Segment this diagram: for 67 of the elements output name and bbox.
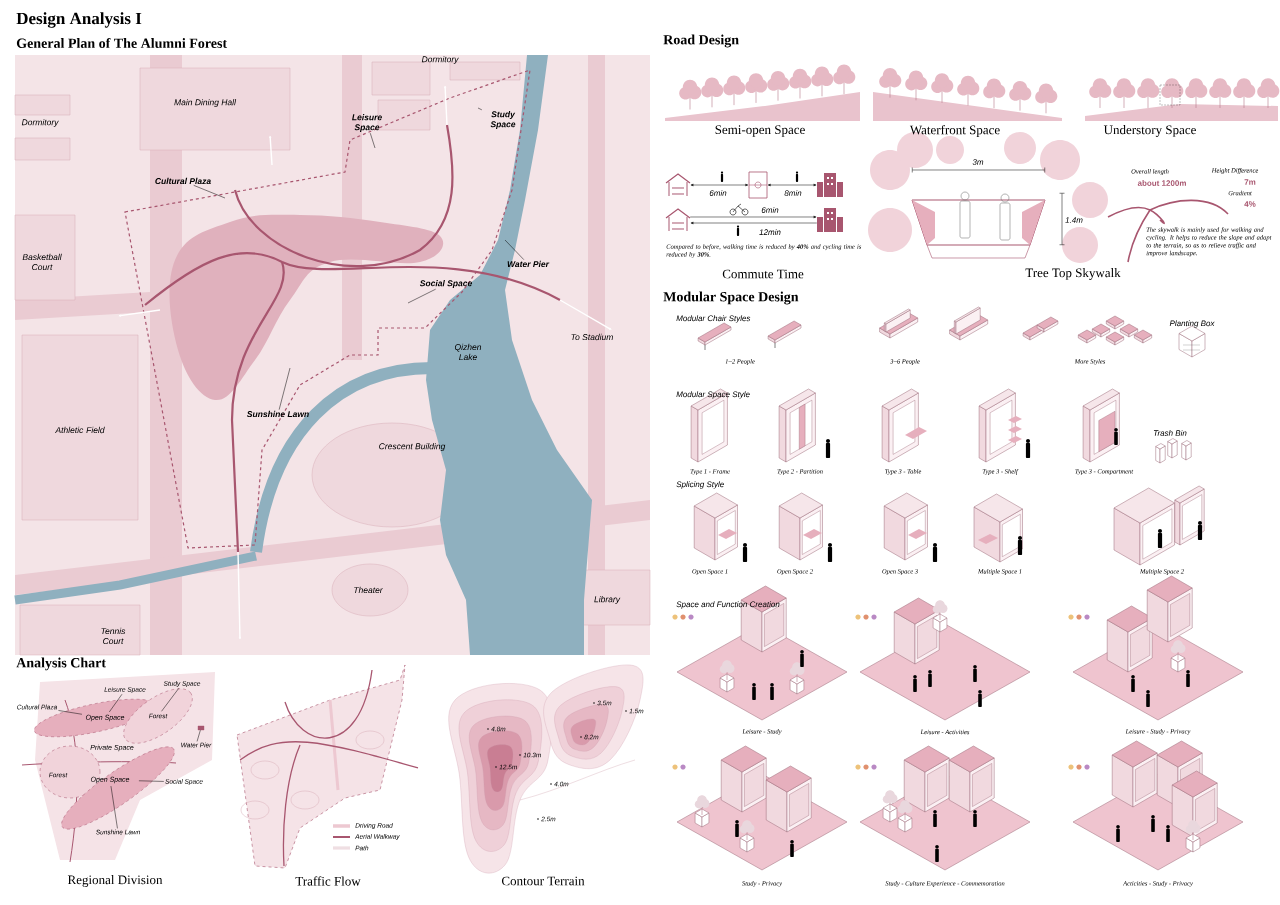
map-label: Theater bbox=[354, 586, 383, 594]
caption: Understory Space bbox=[1103, 125, 1196, 137]
page-title: Design Analysis I bbox=[16, 12, 142, 28]
subheading: Trash Bin bbox=[1153, 430, 1187, 436]
callout-label: Water Pier bbox=[507, 260, 550, 268]
leader-line bbox=[161, 688, 180, 712]
caption: Tree Top Skywalk bbox=[1025, 268, 1121, 280]
map-label: Dormitory bbox=[21, 119, 59, 127]
leader-line bbox=[504, 239, 525, 260]
caption: Regional Division bbox=[67, 875, 163, 887]
map-label: Crescent Building bbox=[379, 443, 446, 451]
subtitle: General Plan of The Alumni Forest bbox=[16, 38, 228, 48]
leader-line bbox=[110, 785, 118, 829]
callout-label: Leisure Space bbox=[352, 114, 382, 132]
leader-line bbox=[58, 710, 83, 715]
court-icon bbox=[748, 171, 768, 199]
map-label: Qizhen Lake bbox=[454, 343, 482, 361]
callout-label: Social Space bbox=[419, 280, 472, 288]
map-label: Dormitory bbox=[421, 56, 459, 64]
leader-line bbox=[109, 694, 123, 713]
map-label: Tennis Court bbox=[101, 627, 126, 645]
leader-line bbox=[407, 288, 436, 304]
building-icon bbox=[817, 208, 843, 232]
map-label: Main Dining Hall bbox=[174, 99, 237, 107]
caption: Semi-open Space bbox=[715, 125, 805, 137]
dimension-label: 1.4m bbox=[1065, 217, 1083, 223]
section-heading: Road Design bbox=[663, 34, 739, 48]
subheading: Splicing Style bbox=[676, 481, 724, 489]
leader-line bbox=[196, 729, 201, 742]
plan-value: 4% bbox=[1244, 201, 1256, 207]
edge-label: 8min bbox=[783, 189, 803, 197]
map-label: Basketball Court bbox=[22, 253, 62, 271]
edge-label: 12min bbox=[758, 228, 782, 236]
subheading: Space and Function Creation bbox=[676, 601, 780, 609]
dimension-label: 3m bbox=[972, 159, 984, 165]
arrow bbox=[767, 183, 817, 187]
leader-line bbox=[370, 132, 376, 149]
subheading: Modular Space Style bbox=[676, 391, 750, 399]
building-icon bbox=[817, 173, 843, 197]
section-heading: Modular Space Design bbox=[663, 291, 799, 305]
callout-label: Study Space bbox=[490, 111, 516, 129]
leader-line bbox=[477, 107, 483, 111]
house-icon bbox=[665, 173, 691, 197]
leader-line bbox=[138, 780, 165, 782]
subheading: Planting Box bbox=[1169, 320, 1215, 328]
map-label: Library bbox=[594, 596, 621, 604]
arrow bbox=[690, 221, 818, 225]
callout-label: Cultural Plaza bbox=[155, 177, 211, 185]
pier-mark bbox=[197, 725, 205, 731]
map-label: To Stadium bbox=[571, 333, 613, 341]
leader-line bbox=[278, 367, 291, 410]
arrow bbox=[689, 215, 817, 219]
section-heading: Analysis Chart bbox=[16, 657, 106, 671]
leader-line bbox=[193, 185, 226, 199]
subheading: Modular Chair Styles bbox=[676, 315, 751, 323]
caption: Commute Time bbox=[722, 269, 804, 279]
plan-value: about 1200m bbox=[1137, 180, 1186, 186]
caption: Traffic Flow bbox=[295, 876, 361, 886]
house-icon bbox=[665, 208, 691, 232]
edge-label: 6min bbox=[708, 189, 728, 197]
map-label: Athletic Field bbox=[55, 426, 105, 434]
caption: Waterfront Space bbox=[909, 125, 1000, 137]
plan-value: 7m bbox=[1244, 179, 1256, 185]
callout-label: Sunshine Lawn bbox=[246, 410, 309, 418]
caption: Contour Terrain bbox=[501, 876, 585, 886]
edge-label: 6min bbox=[760, 206, 780, 214]
arrow bbox=[690, 183, 749, 187]
